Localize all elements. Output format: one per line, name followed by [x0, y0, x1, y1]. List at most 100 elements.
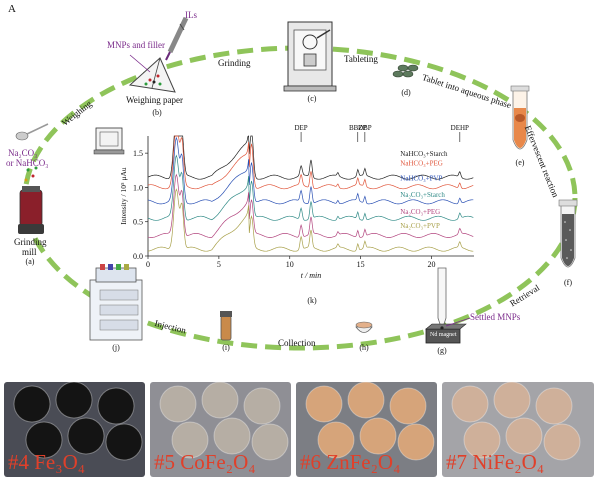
peak-label: BBZP — [349, 124, 367, 132]
legend-label: Na₂CO₃+PVP — [400, 222, 440, 230]
tablet — [451, 385, 489, 423]
legend-label: NaHCO₃+Starch — [400, 150, 448, 158]
panel-b: B #4 Fe₃O₄ #5 CoFe₂O₄ #6 ZnFe₂O₄ #7 NiFe… — [0, 375, 600, 480]
vial-icon — [220, 311, 232, 341]
tablet — [201, 382, 239, 419]
nahco3-label: or NaHCO₃ — [6, 158, 49, 168]
spoon-icon — [15, 123, 49, 141]
powder-dots — [24, 166, 38, 182]
tablet — [359, 417, 397, 455]
step-b: (b) — [152, 108, 162, 117]
step-j: (j) — [112, 343, 120, 352]
tablet — [243, 387, 281, 425]
chart-plot-area — [148, 136, 474, 256]
step-a: (a) — [25, 257, 35, 266]
x-axis-label: t / min — [301, 271, 321, 280]
panel-a-letter: A — [8, 3, 16, 15]
tablet — [347, 382, 385, 419]
ils-label: ILs — [185, 10, 197, 20]
tablet-photo-0 — [4, 382, 145, 477]
photo-label: #4 Fe₃O₄ — [8, 450, 86, 474]
photo-cofe2o4: #5 CoFe₂O₄ — [150, 382, 291, 477]
peak-label: DBP — [358, 124, 372, 132]
hplc-instrument-icon — [89, 264, 143, 341]
tablet — [55, 382, 93, 419]
y-tick-label: 0.5 — [133, 218, 143, 227]
tablet — [493, 382, 531, 419]
y-tick-label: 1.5 — [133, 149, 143, 158]
tablet-press-icon — [283, 21, 337, 92]
photo-label: #7 NiFe₂O₄ — [446, 450, 545, 474]
tablet — [159, 385, 197, 423]
tablet — [105, 423, 143, 461]
series-line — [147, 135, 474, 190]
y-tick-label: 1.0 — [133, 183, 143, 192]
y-tick-label: 0.0 — [133, 252, 143, 261]
photo-label: #6 ZnFe₂O₄ — [300, 450, 401, 474]
mnps-filler-label: MNPs and filler — [107, 40, 165, 50]
tablet-photo-3 — [442, 382, 594, 477]
tablet — [213, 417, 251, 455]
chromatogram-inset: 0 5 10 15 20 0.0 0.5 1.0 1.5 t / min Intensity / 1… — [119, 124, 474, 280]
tube-effervescent-icon — [558, 199, 578, 268]
tablet — [505, 417, 543, 455]
panel-a: 0 5 10 15 20 0.0 0.5 1.0 1.5 t / min Intensity / 1… — [6, 3, 578, 355]
legend-label: NaHCO₃+PEG — [400, 159, 443, 167]
balance-icon — [93, 127, 125, 155]
tablet-photo-1 — [150, 382, 291, 477]
step-d: (d) — [401, 88, 411, 97]
collection-label: Collection — [278, 338, 316, 348]
weighing-paper-icon — [128, 57, 176, 93]
grinding-mill-label: Grinding — [14, 237, 47, 247]
x-tick-label: 20 — [427, 260, 435, 269]
tablet — [397, 423, 435, 461]
tube-aqueous-icon — [510, 85, 530, 150]
legend-label: Na₂CO₃+PEG — [400, 208, 440, 216]
legend-label: Na₂CO₃+Starch — [400, 191, 445, 199]
step-c: (c) — [307, 94, 317, 103]
x-tick-label: 0 — [146, 260, 150, 269]
pipette-icon — [165, 16, 189, 61]
tablet — [97, 387, 135, 425]
step-f: (f) — [564, 278, 572, 287]
series-line — [147, 173, 474, 238]
weighing-paper-label: Weighing paper — [126, 95, 184, 105]
collection-dish-icon — [355, 321, 373, 333]
series-line — [147, 154, 474, 221]
tablet — [463, 421, 501, 459]
peak-label: DEP — [294, 124, 307, 132]
series-line — [147, 188, 474, 252]
na2co3-label: Na₂CO₃ — [8, 148, 38, 158]
series-line — [147, 135, 474, 180]
tablet — [317, 421, 355, 459]
tablet — [67, 417, 105, 455]
x-tick-label: 5 — [217, 260, 221, 269]
tablets-icon — [392, 64, 419, 78]
legend-label: NaHCO₃+PVP — [400, 175, 442, 183]
grinding-label: Grinding — [218, 58, 251, 68]
step-i: (i) — [222, 343, 230, 352]
nd-magnet-label: Nd magnet — [430, 332, 457, 338]
photo-fe3o4: #4 Fe₃O₄ — [4, 382, 145, 477]
tableting-label: Tableting — [344, 54, 378, 64]
photo-label: #5 CoFe₂O₄ — [154, 450, 256, 474]
photo-nife2o4: #7 NiFe₂O₄ — [442, 382, 594, 477]
photo-znfe2o4: #6 ZnFe₂O₄ — [296, 382, 437, 477]
tablet — [171, 421, 209, 459]
grinding-mill-icon — [18, 186, 44, 234]
series-line — [147, 136, 474, 205]
workflow-diagram: 0 5 10 15 20 0.0 0.5 1.0 1.5 t / min Intensity / 1… — [15, 16, 578, 351]
peak-label: DEHP — [451, 124, 469, 132]
tablet — [251, 423, 289, 461]
step-e: (e) — [515, 158, 525, 167]
tablet — [13, 385, 51, 423]
y-axis-label: Intensity / 10⁵ μAu — [119, 167, 128, 225]
tablet — [389, 387, 427, 425]
x-tick-label: 10 — [286, 260, 294, 269]
step-h: (h) — [359, 343, 369, 352]
x-tick-label: 15 — [357, 260, 365, 269]
step-g: (g) — [437, 346, 447, 355]
settled-mnps-label: Settled MNPs — [470, 312, 521, 322]
mill-label: mill — [22, 247, 37, 257]
tablet — [535, 387, 573, 425]
